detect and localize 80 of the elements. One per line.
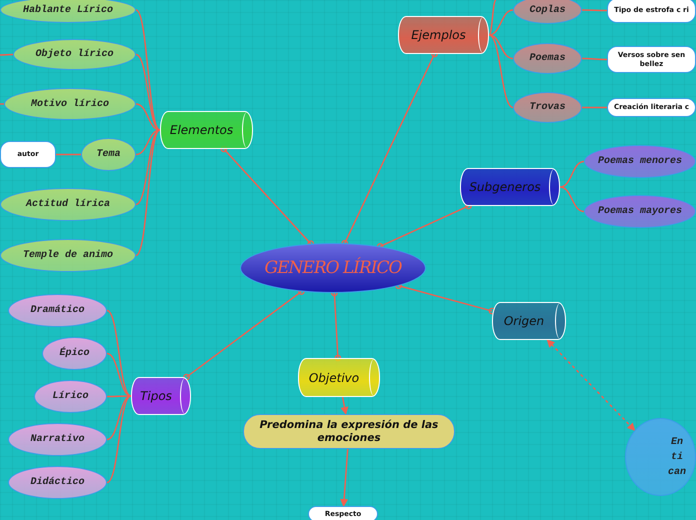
subtopic-ellipse xyxy=(513,43,582,74)
cylinder-node xyxy=(492,302,566,340)
subtopic-ellipse xyxy=(584,145,696,178)
branch-line xyxy=(488,9,514,36)
subtopic-ellipse xyxy=(584,195,696,228)
central-topic-ellipse xyxy=(240,243,426,293)
node-label: Hablante Lírico xyxy=(22,4,113,16)
note-card xyxy=(607,0,696,23)
branch-line xyxy=(582,58,607,60)
node-label: Dramático xyxy=(30,305,84,316)
branch-line xyxy=(136,54,160,131)
node-label: Motivo lírico xyxy=(30,98,109,110)
cylinder-node xyxy=(160,111,253,149)
branch-line xyxy=(136,103,160,131)
node-label: GENERO LÍRICO xyxy=(264,258,402,278)
branch-line xyxy=(136,129,160,256)
cylinder-node xyxy=(131,377,191,415)
subtopic-ellipse xyxy=(0,188,136,221)
node-label: Temple de animo xyxy=(22,250,113,261)
branch-line xyxy=(106,310,132,397)
node-label: Actitud lírica xyxy=(26,199,110,210)
branch-line xyxy=(106,395,132,440)
node-label: Narrativo xyxy=(30,434,84,445)
node-label: Predomina la expresión de las emociones xyxy=(258,419,440,444)
branch-line xyxy=(136,129,160,156)
subtopic-ellipse xyxy=(0,239,136,272)
connector-arrow xyxy=(340,448,348,507)
branch-line xyxy=(488,34,514,108)
connector-arrow xyxy=(340,396,348,415)
note-card xyxy=(0,141,56,168)
node-label: Objeto lírico xyxy=(35,49,114,60)
subtopic-ellipse xyxy=(4,88,136,120)
branch-line xyxy=(488,34,514,60)
branch-line xyxy=(107,395,131,398)
node-label: Ejemplos xyxy=(411,28,466,42)
node-label: Elementos xyxy=(170,123,234,137)
branch-line xyxy=(582,9,607,12)
node-label: Trovas xyxy=(529,102,566,113)
subtopic-ellipse xyxy=(34,380,107,413)
cylinder-node xyxy=(298,358,380,397)
node-label: Didáctico xyxy=(30,477,84,488)
node-label: Lírico xyxy=(52,391,88,402)
node-label: Poemas xyxy=(529,53,566,64)
note-card xyxy=(308,506,378,520)
subtopic-ellipse xyxy=(8,294,107,327)
subtopic-ellipse xyxy=(0,0,136,23)
note-card xyxy=(607,98,696,117)
node-label: Tipos xyxy=(140,389,172,403)
node-label: Subgeneros xyxy=(469,180,541,194)
node-label: Tema xyxy=(96,149,120,160)
branch-line xyxy=(582,106,607,108)
node-label: Origen xyxy=(504,314,544,328)
node-label: Objetivo xyxy=(308,370,360,384)
branch-line xyxy=(106,352,132,397)
rounded-box xyxy=(243,414,455,449)
cylinder-node xyxy=(398,16,489,54)
subtopic-ellipse xyxy=(625,418,696,496)
subtopic-ellipse xyxy=(513,0,582,24)
connector-arrow xyxy=(546,339,636,431)
branch-line xyxy=(488,0,497,36)
branch-line xyxy=(560,160,584,188)
node-label: Poemas mayores xyxy=(598,206,682,217)
node-label: En ti can xyxy=(666,436,687,480)
subtopic-ellipse xyxy=(81,138,136,171)
note-card xyxy=(607,46,696,73)
branch-line xyxy=(136,9,160,131)
branch-line xyxy=(560,186,584,212)
branch-line xyxy=(136,129,160,206)
node-label: Épico xyxy=(59,348,90,359)
branch-line xyxy=(0,54,13,56)
subtopic-ellipse xyxy=(8,423,107,456)
subtopic-ellipse xyxy=(42,337,107,370)
subtopic-ellipse xyxy=(513,92,582,123)
node-label: Coplas xyxy=(529,4,566,16)
branch-line xyxy=(56,154,81,156)
subtopic-ellipse xyxy=(13,39,136,70)
subtopic-ellipse xyxy=(8,466,107,499)
branch-line xyxy=(106,395,132,484)
node-label: Poemas menores xyxy=(598,156,682,167)
cylinder-node xyxy=(460,168,560,206)
